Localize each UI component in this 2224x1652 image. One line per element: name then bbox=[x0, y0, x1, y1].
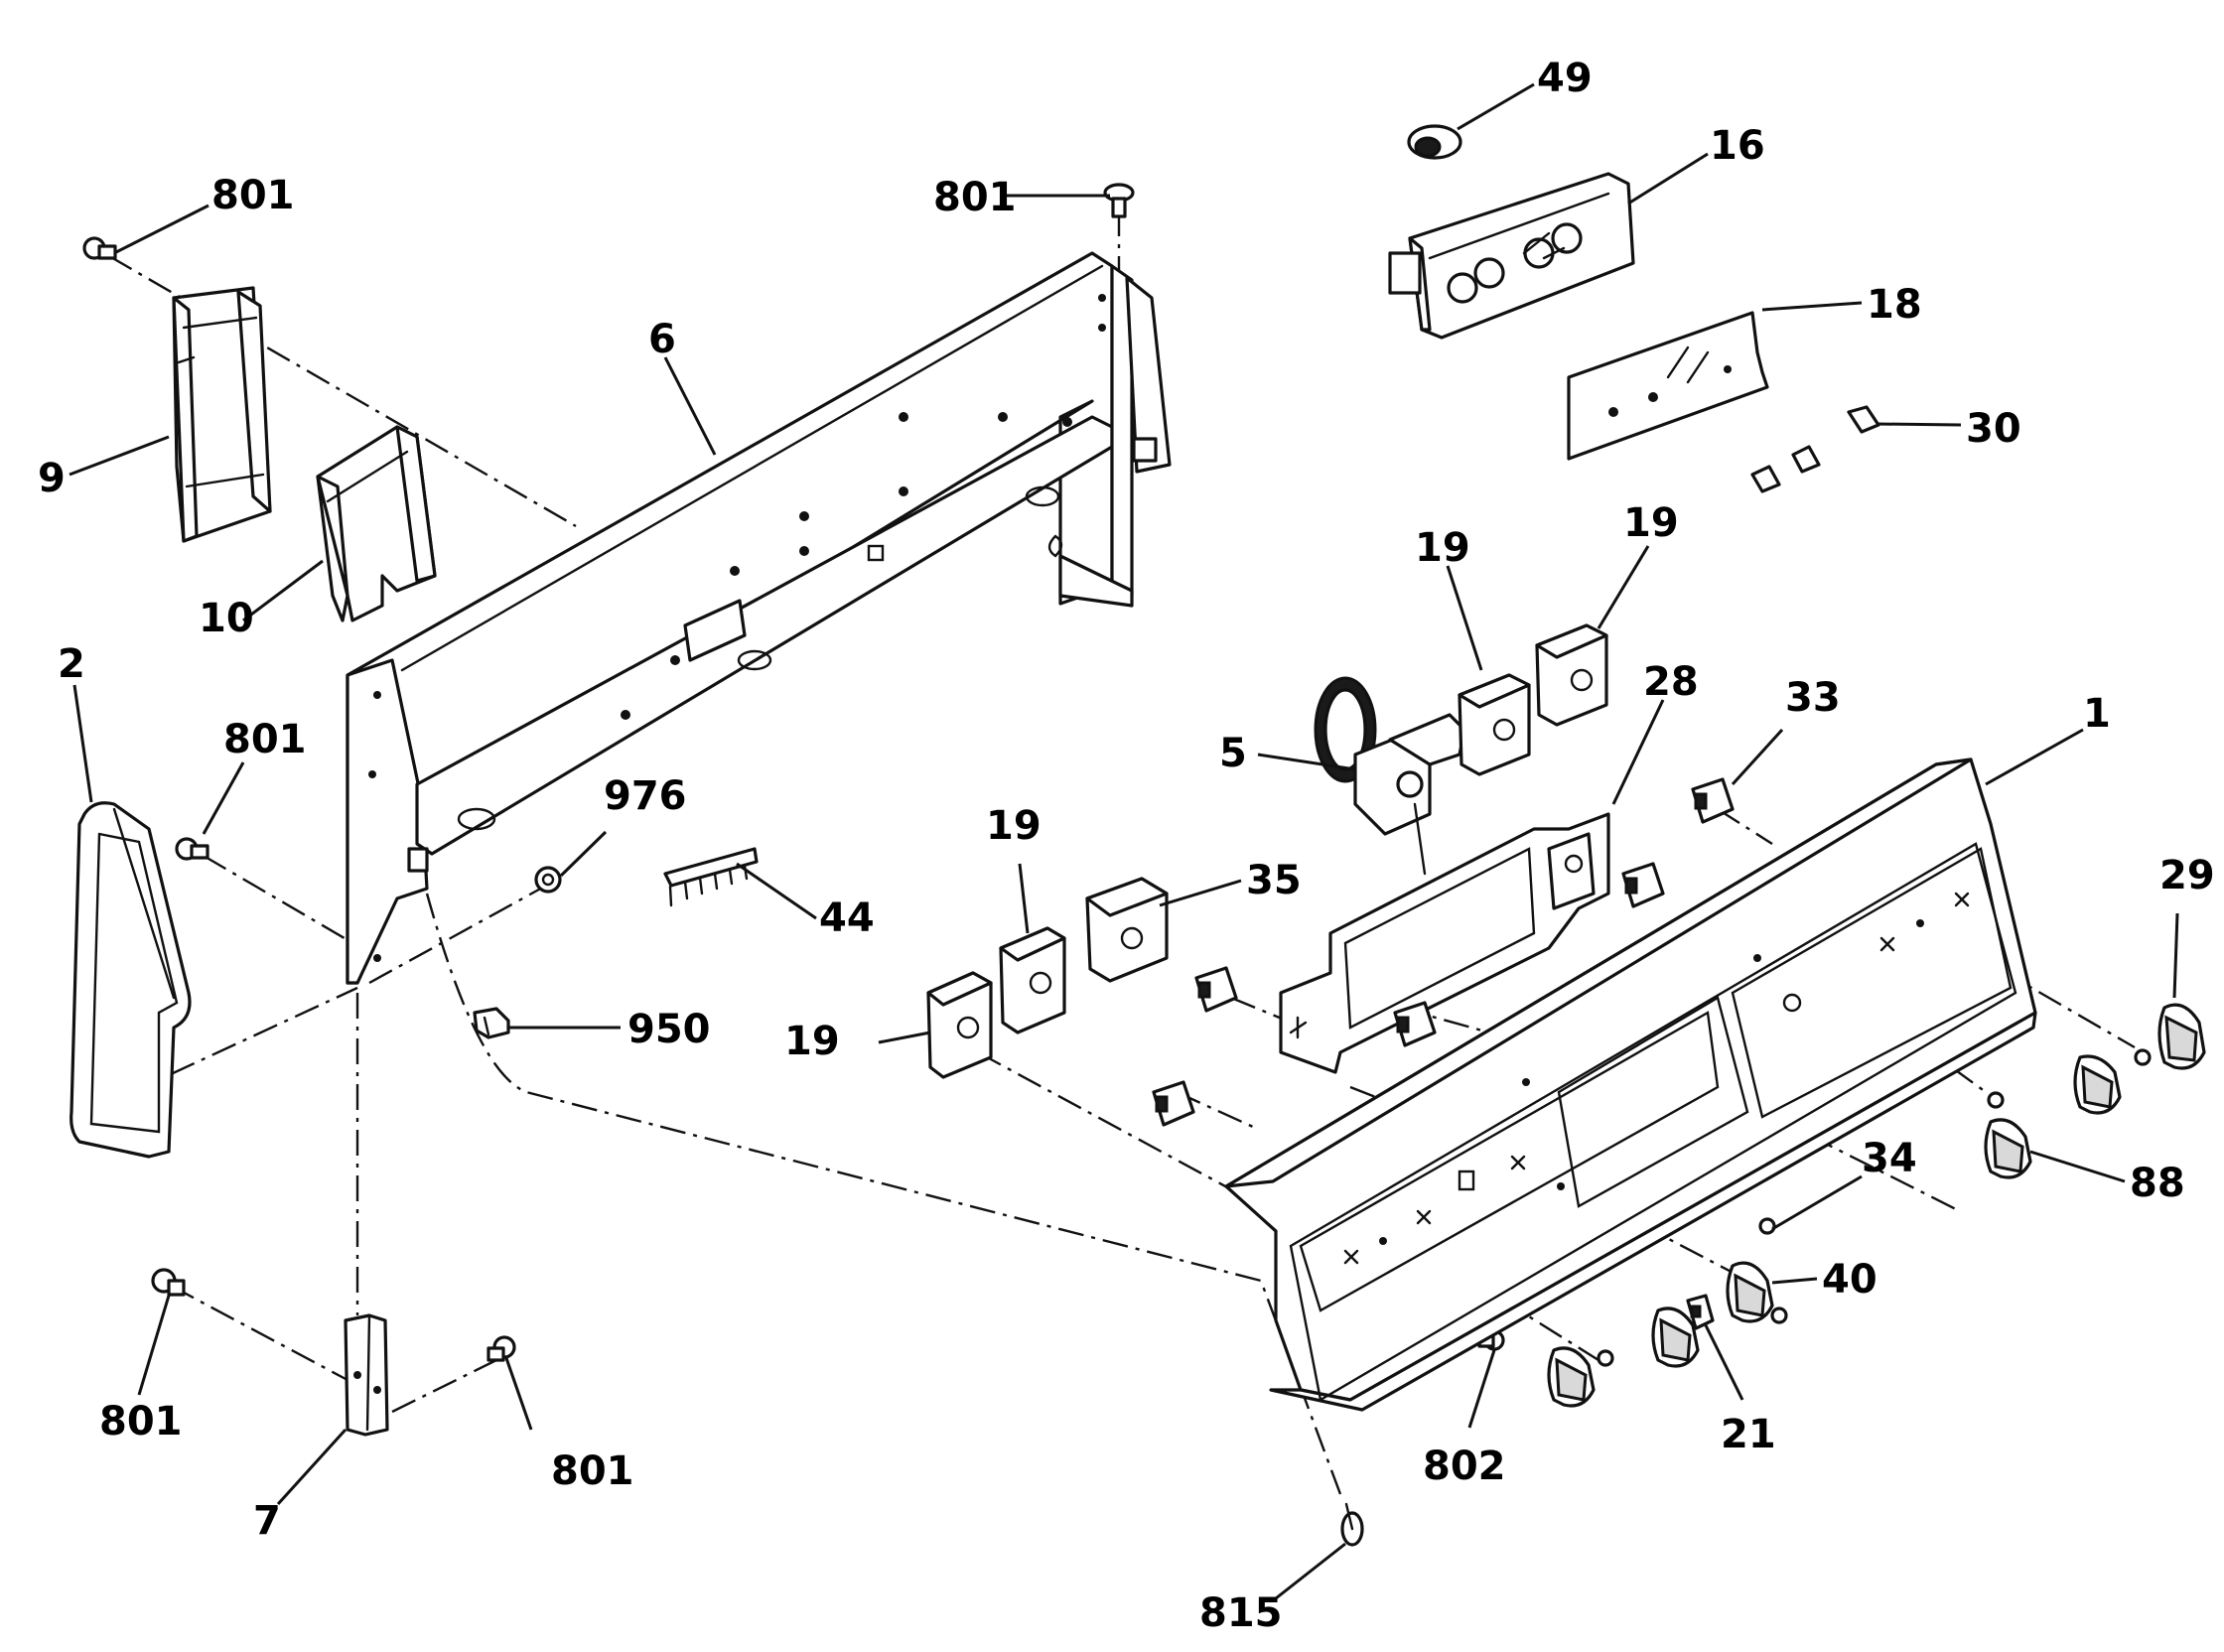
rocker-switch-e bbox=[1152, 1080, 1195, 1127]
knob-88-upper bbox=[2073, 1054, 2122, 1115]
callout-88: 88 bbox=[2130, 1161, 2185, 1206]
switch-35 bbox=[1085, 877, 1169, 983]
callout-2: 2 bbox=[58, 641, 85, 687]
assembly-lines bbox=[108, 210, 2136, 1495]
knob-washer-d bbox=[1597, 1349, 1614, 1367]
callout-976: 976 bbox=[604, 773, 687, 819]
switch-19-upper-b bbox=[1535, 623, 1608, 727]
callout-21: 21 bbox=[1721, 1412, 1776, 1457]
callout-7: 7 bbox=[253, 1498, 281, 1544]
nut-976 bbox=[534, 866, 562, 894]
screws bbox=[82, 183, 1505, 1547]
screw-801-top-center bbox=[1103, 183, 1135, 218]
callout-801-top-left: 801 bbox=[211, 173, 295, 218]
screw-801-bottom-right bbox=[486, 1335, 516, 1362]
callout-19-lower-b: 19 bbox=[784, 1019, 840, 1064]
cap-49 bbox=[1407, 124, 1462, 160]
thermostat-5 bbox=[1314, 676, 1466, 876]
callout-44: 44 bbox=[819, 895, 875, 941]
callout-801-top-center: 801 bbox=[933, 175, 1017, 220]
callout-33: 33 bbox=[1785, 675, 1841, 721]
callout-950: 950 bbox=[627, 1007, 711, 1052]
side-bracket-9 bbox=[172, 286, 272, 543]
rocker-switch-c bbox=[1194, 966, 1238, 1013]
clip-950 bbox=[473, 1007, 510, 1039]
callout-labels: 801 801 49 16 18 30 6 9 10 2 801 19 19 2… bbox=[38, 56, 2215, 1636]
knob-washer-b bbox=[1987, 1091, 2005, 1109]
knob-washer-c bbox=[1770, 1307, 1788, 1324]
leader-lines bbox=[69, 82, 2179, 1600]
rocker-switches bbox=[1152, 777, 1735, 1127]
lower-bracket-7 bbox=[344, 1313, 389, 1437]
callout-35: 35 bbox=[1246, 858, 1302, 903]
switch-19-upper-a bbox=[1458, 673, 1531, 776]
switch-19-lower-b bbox=[926, 971, 993, 1079]
bracket-panel-28 bbox=[1279, 812, 1610, 1074]
knob-40-c bbox=[1547, 1346, 1596, 1408]
knobs bbox=[1547, 1003, 2206, 1408]
overlay-panel-18 bbox=[1567, 311, 1769, 461]
screw-801-left bbox=[175, 837, 209, 861]
callout-9: 9 bbox=[38, 456, 66, 501]
knob-88-lower bbox=[1984, 1118, 2032, 1179]
callout-19-upper-a: 19 bbox=[1415, 525, 1470, 571]
callout-18: 18 bbox=[1867, 282, 1922, 328]
callout-19-upper-b: 19 bbox=[1623, 500, 1679, 546]
callout-34: 34 bbox=[1862, 1136, 1917, 1181]
callout-6: 6 bbox=[648, 317, 676, 362]
knob-washer-34 bbox=[1758, 1217, 1776, 1235]
callout-801-bottom-right: 801 bbox=[551, 1448, 634, 1494]
callout-815: 815 bbox=[1199, 1590, 1283, 1636]
bracket-10 bbox=[316, 425, 437, 622]
backguard-frame bbox=[346, 251, 1172, 985]
indicator-21 bbox=[1686, 1294, 1715, 1330]
callout-10: 10 bbox=[199, 596, 254, 641]
screw-801-bottom-left bbox=[151, 1268, 186, 1297]
small-knobs-30 bbox=[1750, 405, 1880, 493]
control-panel-1 bbox=[1224, 757, 2037, 1412]
callout-30: 30 bbox=[1966, 406, 2021, 452]
rocker-switch-d bbox=[1393, 1001, 1437, 1047]
callout-801-bottom-left: 801 bbox=[99, 1399, 183, 1445]
callout-40: 40 bbox=[1822, 1257, 1877, 1303]
switch-19-lower-a bbox=[999, 926, 1066, 1034]
rocker-switch-33 bbox=[1691, 777, 1735, 824]
clock-control-16 bbox=[1388, 172, 1635, 340]
harness-44 bbox=[663, 847, 759, 907]
callout-1: 1 bbox=[2083, 691, 2111, 737]
callout-802: 802 bbox=[1423, 1444, 1506, 1489]
knob-40-b bbox=[1651, 1307, 1700, 1368]
screw-801-top-left bbox=[82, 236, 117, 260]
callout-49: 49 bbox=[1537, 56, 1593, 101]
rocker-switch-b bbox=[1621, 862, 1665, 908]
screw-815 bbox=[1340, 1502, 1364, 1547]
callout-28: 28 bbox=[1643, 659, 1699, 705]
callout-16: 16 bbox=[1710, 123, 1765, 169]
callout-5: 5 bbox=[1219, 731, 1247, 776]
knob-29 bbox=[2157, 1003, 2206, 1070]
callout-801-left: 801 bbox=[223, 717, 307, 762]
knob-40-a bbox=[1726, 1261, 1774, 1323]
knob-washer-a bbox=[2134, 1048, 2152, 1066]
callout-29: 29 bbox=[2159, 853, 2215, 898]
callout-19-lower-a: 19 bbox=[986, 803, 1042, 849]
end-cap-2 bbox=[70, 801, 192, 1159]
